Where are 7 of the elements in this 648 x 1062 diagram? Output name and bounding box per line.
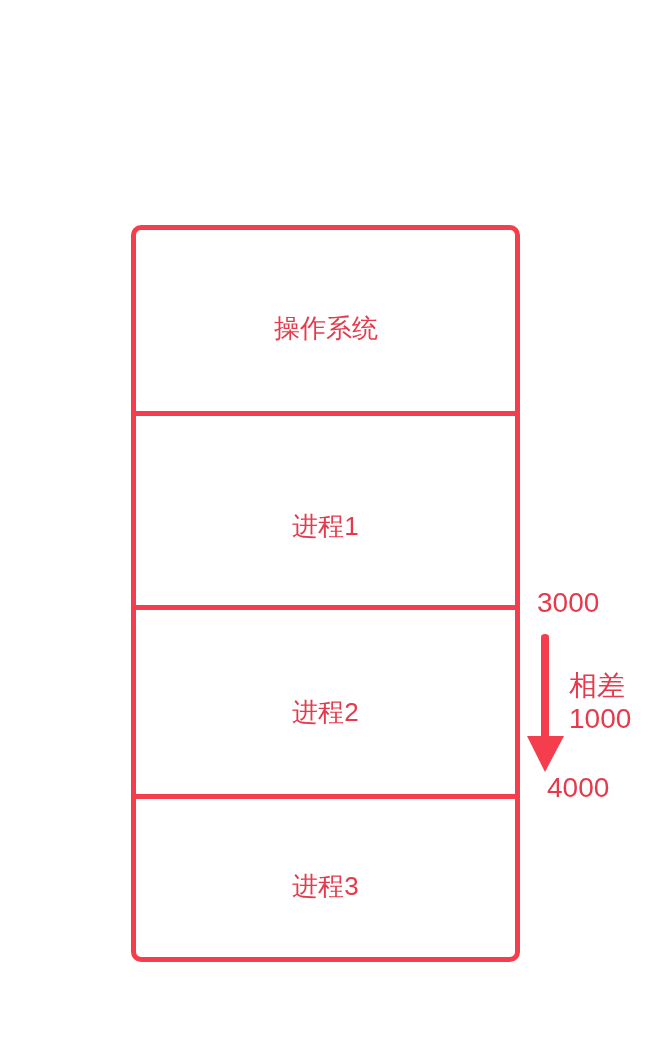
segment-label: 进程3: [292, 871, 359, 901]
address-label: 3000: [537, 586, 600, 619]
segment-label: 进程1: [292, 510, 359, 541]
address-label: 4000: [547, 771, 610, 804]
difference-note: 相差1000: [569, 669, 633, 735]
segment-label: 操作系统: [273, 312, 378, 343]
segment-label: 进程2: [292, 697, 359, 727]
